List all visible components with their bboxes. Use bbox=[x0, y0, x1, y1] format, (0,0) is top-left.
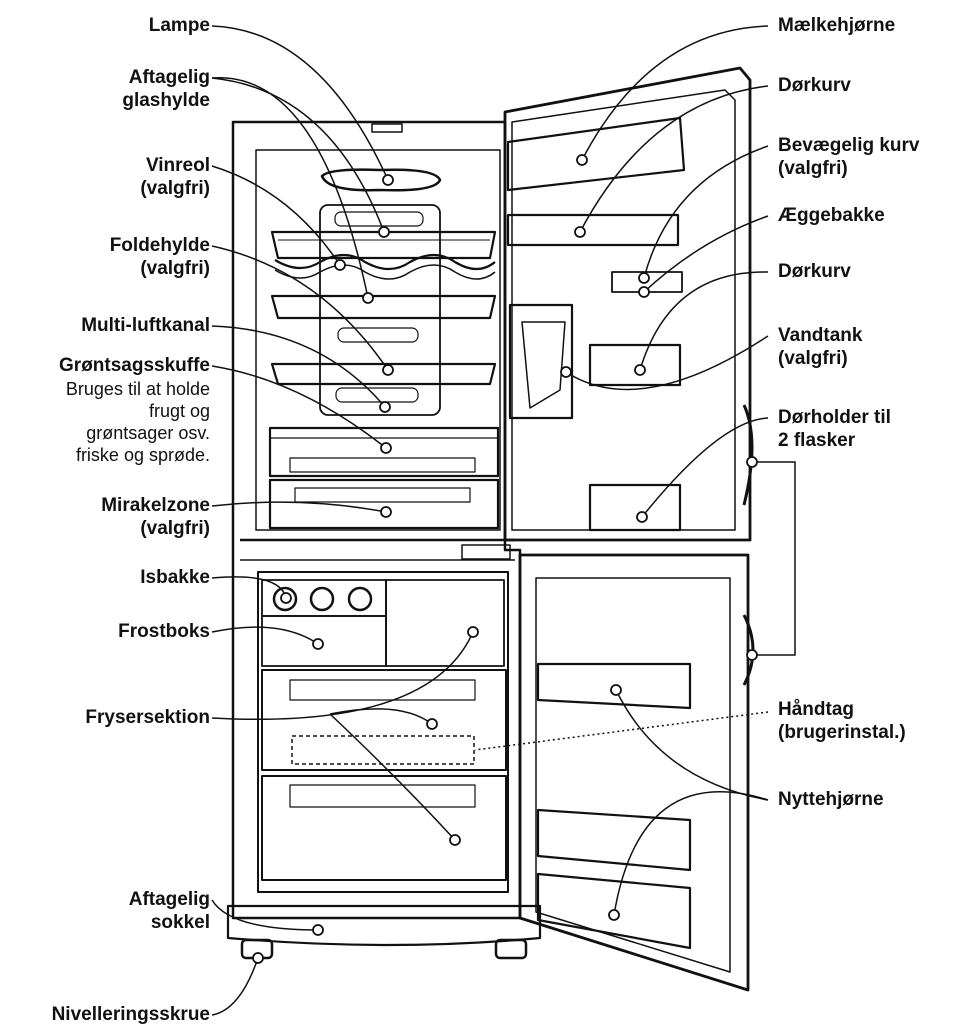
label-line: Dørholder til bbox=[778, 407, 891, 428]
desc-line: friske og sprøde. bbox=[75, 445, 210, 465]
leader-haandtag bbox=[752, 461, 796, 656]
desc-line: frugt og bbox=[148, 401, 210, 421]
cabinet-outline bbox=[231, 120, 522, 920]
label-doerkurv-top: Dørkurv bbox=[778, 75, 851, 96]
label-line: Håndtag bbox=[778, 699, 854, 720]
plinth bbox=[226, 904, 542, 947]
leader-frysersektion-1 bbox=[211, 631, 474, 721]
desc-line: grøntsager osv. bbox=[86, 423, 210, 443]
label-line: sokkel bbox=[150, 912, 210, 933]
label-frostboks: Frostboks bbox=[118, 621, 210, 642]
freezer-drawer-1 bbox=[261, 669, 507, 771]
wine-rack bbox=[274, 253, 496, 271]
dairy-corner bbox=[506, 116, 686, 192]
glass-shelf-3 bbox=[270, 362, 497, 386]
air-channel bbox=[319, 204, 441, 416]
freezer-door-shelf-lower bbox=[536, 808, 692, 872]
leader-frostboks bbox=[211, 626, 319, 645]
label-line: Aftagelig bbox=[128, 889, 210, 910]
label-nivelleringsskrue: Nivelleringsskrue bbox=[51, 1004, 210, 1025]
label-line: Vandtank bbox=[778, 325, 863, 346]
leader-maelk bbox=[581, 25, 769, 161]
leader-frysersektion-3 bbox=[329, 713, 456, 841]
leader-nytte-2 bbox=[613, 791, 769, 916]
label-line: (brugerinstal.) bbox=[778, 722, 906, 743]
desc-line: Bruges til at holde bbox=[65, 379, 210, 399]
label-line: (valgfri) bbox=[778, 348, 848, 369]
crisper-drawer bbox=[268, 426, 500, 478]
glass-shelf-2 bbox=[270, 294, 497, 320]
label-vinreol: Vinreol (valgfri) bbox=[140, 154, 210, 200]
label-aeggebakke: Æggebakke bbox=[778, 205, 885, 226]
freezer-door bbox=[518, 553, 750, 992]
label-line: Mirakelzone bbox=[101, 495, 210, 516]
leader-glashylde-2 bbox=[211, 77, 385, 233]
frostbox bbox=[261, 615, 387, 667]
door-bin-mid bbox=[588, 343, 682, 387]
leader-sokkel bbox=[211, 899, 319, 931]
water-tank bbox=[508, 303, 574, 420]
label-line: (valgfri) bbox=[140, 518, 210, 539]
label-lampe: Lampe bbox=[148, 15, 210, 36]
label-maelkehjoerne: Mælkehjørne bbox=[778, 15, 896, 36]
label-line: (valgfri) bbox=[140, 178, 210, 199]
leader-frysersektion-2 bbox=[329, 708, 433, 725]
label-foldehylde: Foldehylde (valgfri) bbox=[110, 234, 210, 280]
label-frysersektion: Frysersektion bbox=[85, 707, 210, 728]
label-line: (valgfri) bbox=[778, 158, 848, 179]
freezer-door-shelf bbox=[536, 662, 692, 710]
label-doerkurv-mid: Dørkurv bbox=[778, 261, 851, 282]
leader-doerholder bbox=[641, 417, 769, 518]
label-isbakke: Isbakke bbox=[140, 567, 210, 588]
leader-groent bbox=[211, 365, 387, 449]
label-vandtank: Vandtank (valgfri) bbox=[778, 324, 862, 370]
bottle-holder bbox=[588, 483, 682, 532]
cabinet-inner bbox=[255, 149, 501, 531]
leader-nytte-1 bbox=[615, 689, 769, 801]
top-hinge bbox=[371, 123, 403, 133]
leader-vandtank bbox=[565, 335, 769, 391]
label-line: Vinreol bbox=[145, 155, 210, 176]
leader-nivellering bbox=[211, 957, 259, 1016]
door-bin-top bbox=[506, 213, 680, 247]
leader-doerkurv-mid bbox=[639, 271, 769, 371]
miracle-zone-drawer bbox=[268, 478, 500, 530]
handle-upper bbox=[742, 404, 754, 506]
label-mirakelzone: Mirakelzone (valgfri) bbox=[101, 494, 210, 540]
leader-multiluft bbox=[211, 325, 386, 408]
label-line: glashylde bbox=[122, 90, 210, 111]
label-line: Foldehylde bbox=[109, 235, 210, 256]
lamp bbox=[320, 168, 442, 192]
label-haandtag: Håndtag (brugerinstal.) bbox=[778, 698, 906, 744]
freezer-interior bbox=[257, 571, 509, 893]
leader-bevaeg bbox=[643, 145, 769, 279]
label-doerholder: Dørholder til 2 flasker bbox=[778, 406, 891, 452]
groentsagsskuffe-description: Bruges til at holde frugt og grøntsager … bbox=[66, 378, 210, 466]
label-groentsagsskuffe: Grøntsagsskuffe bbox=[59, 355, 210, 376]
leader-foldehylde bbox=[211, 245, 389, 371]
label-line: 2 flasker bbox=[778, 430, 856, 451]
fridge-door bbox=[503, 66, 752, 542]
leader-vinreol bbox=[211, 165, 341, 266]
leader-haandtag-dotted bbox=[474, 711, 769, 751]
label-multi-luftkanal: Multi-luftkanal bbox=[81, 315, 210, 336]
label-line: Bevægelig kurv bbox=[778, 135, 920, 156]
glass-shelf-1 bbox=[270, 230, 497, 260]
label-nyttehjoerne: Nyttehjørne bbox=[778, 789, 884, 810]
label-bevaegelig-kurv: Bevægelig kurv (valgfri) bbox=[778, 134, 920, 180]
leader-aeg bbox=[643, 215, 769, 293]
label-aftagelig-glashylde: Aftagelig glashylde bbox=[122, 66, 210, 112]
leader-mirakel bbox=[211, 501, 387, 513]
leader-lampe bbox=[211, 25, 389, 181]
label-line: (valgfri) bbox=[140, 258, 210, 279]
freezer-drawer-2 bbox=[261, 775, 507, 881]
leader-glashylde-1 bbox=[211, 77, 369, 299]
label-aftagelig-sokkel: Aftagelig sokkel bbox=[129, 888, 210, 934]
dot-lampe bbox=[382, 174, 394, 186]
leveling-foot-right bbox=[494, 938, 528, 960]
leader-doerkurv-top bbox=[579, 85, 769, 233]
label-line: Aftagelig bbox=[128, 67, 210, 88]
